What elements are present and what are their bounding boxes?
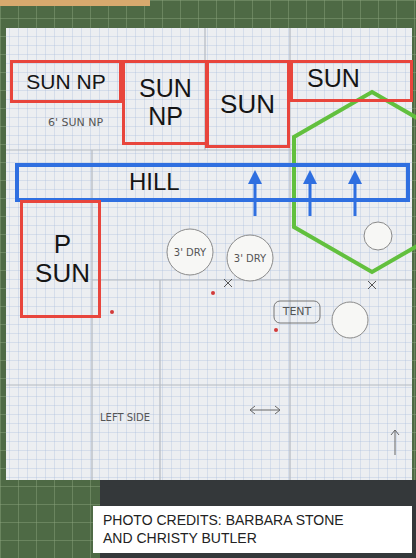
zone-label: P SUN bbox=[33, 230, 92, 287]
sheet-edge bbox=[6, 149, 412, 150]
arrow-head bbox=[303, 170, 317, 184]
sun-zone-box: SUN NP bbox=[122, 60, 209, 145]
graph-paper-grid bbox=[6, 28, 412, 480]
sun-zone-box: SUN NP bbox=[10, 60, 122, 103]
note-text: TENT bbox=[283, 305, 312, 318]
sheet-edge bbox=[6, 384, 412, 385]
zone-label: HILL bbox=[129, 169, 180, 195]
zone-label: SUN bbox=[307, 65, 360, 93]
plant-cutout bbox=[167, 229, 213, 275]
arrow-head bbox=[348, 170, 362, 184]
zone-label: SUN bbox=[220, 90, 275, 119]
handwritten-note: 3' DRY bbox=[174, 247, 206, 258]
caption-text: PHOTO CREDITS: BARBARA STONE AND CHRISTY… bbox=[103, 512, 365, 547]
sheet-edge bbox=[159, 280, 160, 480]
arrow-head bbox=[248, 170, 262, 184]
pin-dot bbox=[211, 291, 215, 295]
hill-band: HILL bbox=[15, 163, 410, 202]
x-mark bbox=[368, 281, 376, 289]
pencil-arrow bbox=[250, 406, 280, 414]
graph-paper bbox=[6, 28, 412, 480]
handwritten-note: 6' SUN NP bbox=[48, 116, 103, 129]
note-text: 6' SUN NP bbox=[48, 116, 103, 129]
tent-outline bbox=[274, 301, 320, 323]
plant-cutout bbox=[364, 222, 392, 250]
uphill-arrows bbox=[248, 170, 362, 216]
pin-dot bbox=[274, 328, 278, 332]
photo-credit-box: PHOTO CREDITS: BARBARA STONE AND CHRISTY… bbox=[93, 506, 412, 553]
sun-zone-box: SUN bbox=[290, 60, 413, 102]
sun-zone-box: SUN bbox=[205, 60, 290, 148]
handwritten-note: LEFT SIDE bbox=[100, 412, 150, 423]
note-text: LEFT SIDE bbox=[100, 412, 150, 423]
pencil-arrow bbox=[391, 430, 399, 455]
plant-cutout bbox=[332, 302, 368, 338]
sheet-edges bbox=[6, 28, 412, 480]
mat-edge bbox=[0, 0, 150, 6]
green-hexagon bbox=[294, 92, 416, 272]
x-mark bbox=[224, 279, 232, 287]
handwritten-note: TENT bbox=[283, 305, 312, 318]
note-text: 3' DRY bbox=[234, 253, 266, 264]
handwritten-note: 3' DRY bbox=[234, 253, 266, 264]
zone-label: SUN NP bbox=[26, 70, 105, 93]
plant-cutout bbox=[227, 235, 273, 281]
note-text: 3' DRY bbox=[174, 247, 206, 258]
pin-dot bbox=[110, 310, 114, 314]
part-sun-box: P SUN bbox=[20, 200, 101, 318]
zone-label: SUN NP bbox=[129, 75, 202, 130]
